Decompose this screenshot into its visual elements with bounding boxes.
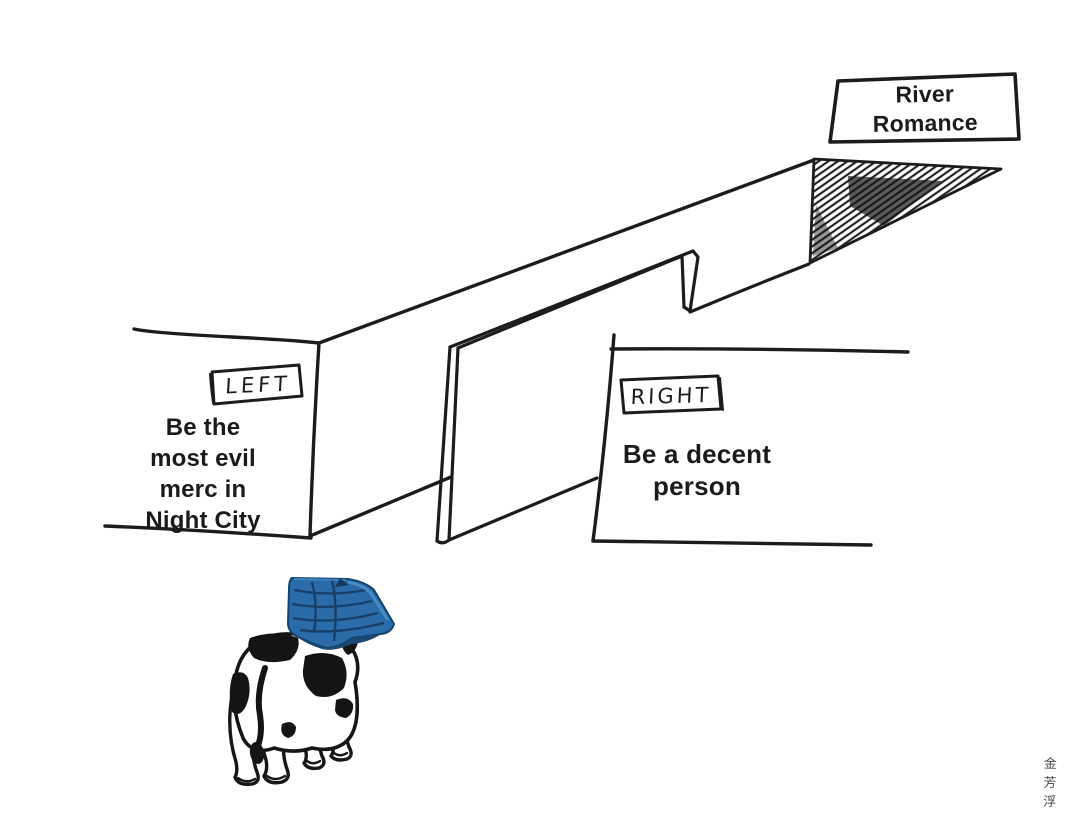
right-wall-caption: Be a decent person: [622, 439, 772, 501]
artist-signature: 金 芳 浮: [1043, 756, 1057, 810]
cow-blue-cap: [286, 576, 396, 650]
left-wall: [103, 158, 816, 540]
right-sign-label: RIGHT: [630, 382, 712, 409]
cow-spots: [229, 633, 358, 738]
left-wall-caption: Be the most evil merc in Night City: [145, 414, 261, 534]
river-romance-sign-text: River Romance: [872, 80, 978, 137]
divider-wall: [435, 249, 811, 545]
river-romance-sign-box: [828, 72, 1021, 144]
left-sign-box: [210, 363, 304, 406]
right-wall: [591, 333, 910, 547]
cow-figure: [228, 576, 396, 787]
sign-boxes: [209, 72, 1021, 415]
maze-exit-opening: [808, 157, 1003, 265]
right-sign-box: [619, 374, 723, 415]
cow-tail: [254, 665, 268, 751]
left-sign-label: LEFT: [224, 371, 292, 399]
